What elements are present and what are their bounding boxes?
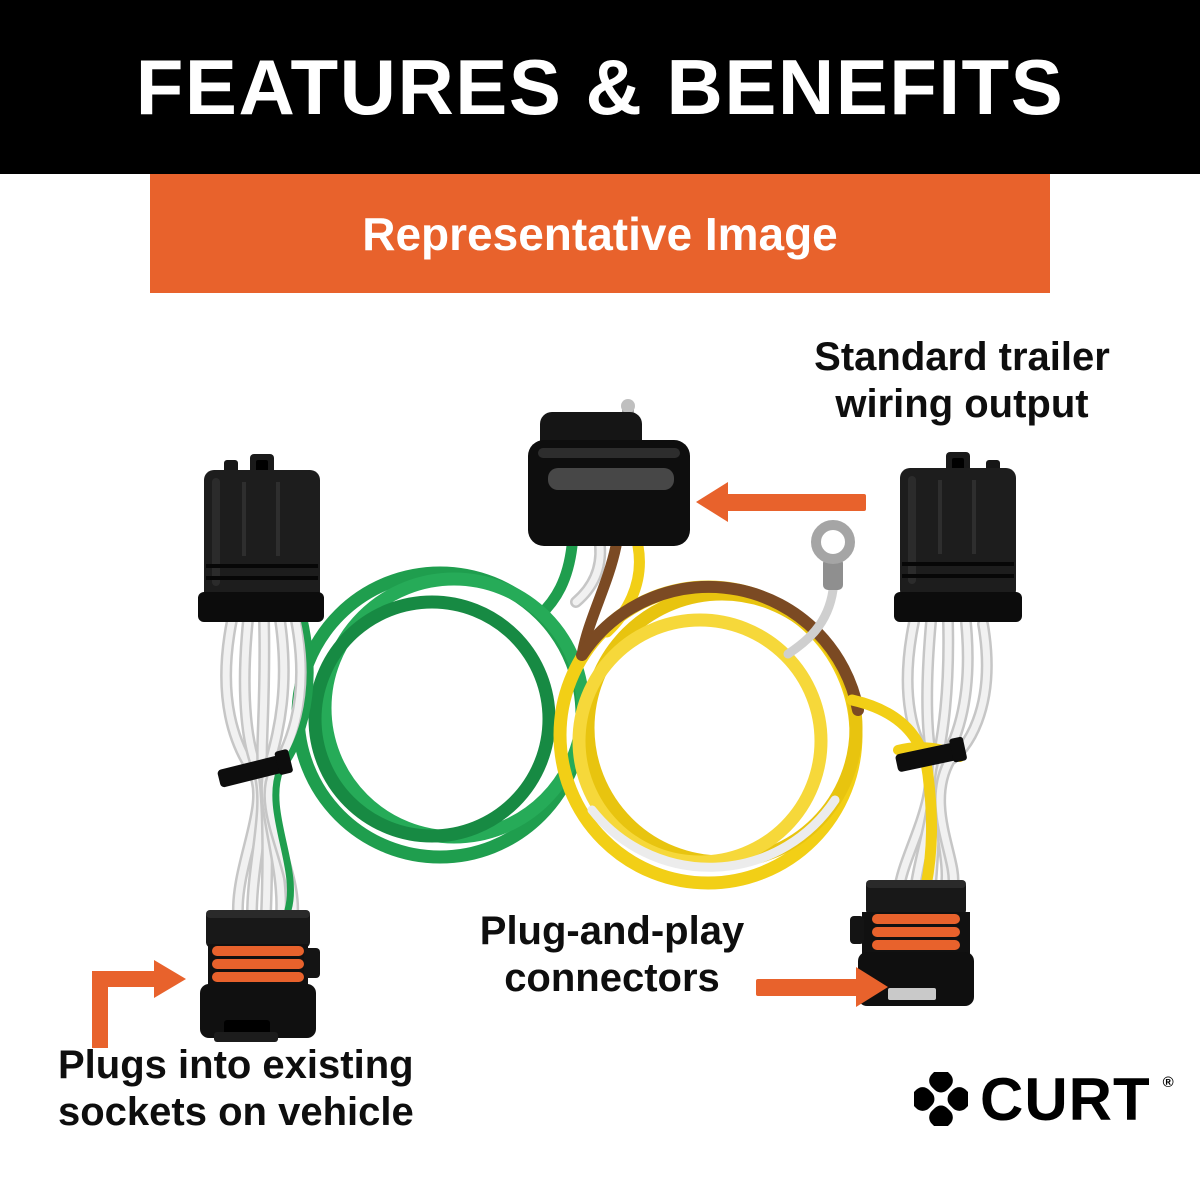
callout-plug-and-play-line2: connectors (504, 955, 720, 1000)
callout-trailer-output-line2: wiring output (835, 381, 1089, 426)
ground-ring-terminal (783, 520, 855, 659)
right-vehicle-connector (894, 452, 1022, 622)
callout-vehicle-sockets-line2: sockets on vehicle (58, 1089, 414, 1134)
curt-clover-icon (914, 1072, 968, 1126)
flat-4pin-trailer-connector (528, 399, 690, 546)
green-wire-coil (291, 566, 590, 864)
callout-vehicle-sockets: Plugs into existing sockets on vehicle (58, 1042, 518, 1136)
left-zip-tie (217, 749, 293, 788)
curt-logo: CURT ® (914, 1066, 1174, 1133)
arrow-to-trailer-connector (696, 482, 866, 522)
left-socket-connector (200, 910, 320, 1042)
representative-image-banner: Representative Image (150, 174, 1050, 293)
yellow-wire-coil (553, 580, 864, 890)
registered-trademark-symbol: ® (1162, 1074, 1174, 1091)
right-socket-connector (850, 880, 974, 1006)
right-zip-tie (895, 736, 967, 772)
callout-vehicle-sockets-line1: Plugs into existing (58, 1043, 414, 1087)
callout-plug-and-play-line1: Plug-and-play (479, 909, 745, 953)
arrow-to-right-socket (756, 967, 888, 1007)
callout-trailer-output-line1: Standard trailer (814, 335, 1110, 379)
callout-plug-and-play: Plug-and-play connectors (444, 908, 780, 1002)
arrow-to-left-socket (92, 960, 186, 1048)
curt-wordmark: CURT (980, 1066, 1151, 1133)
header-bar: FEATURES & BENEFITS (0, 0, 1200, 174)
banner-label: Representative Image (362, 207, 838, 260)
left-vehicle-connector (198, 454, 324, 622)
page-title: FEATURES & BENEFITS (135, 42, 1065, 131)
callout-trailer-output: Standard trailer wiring output (770, 334, 1154, 428)
